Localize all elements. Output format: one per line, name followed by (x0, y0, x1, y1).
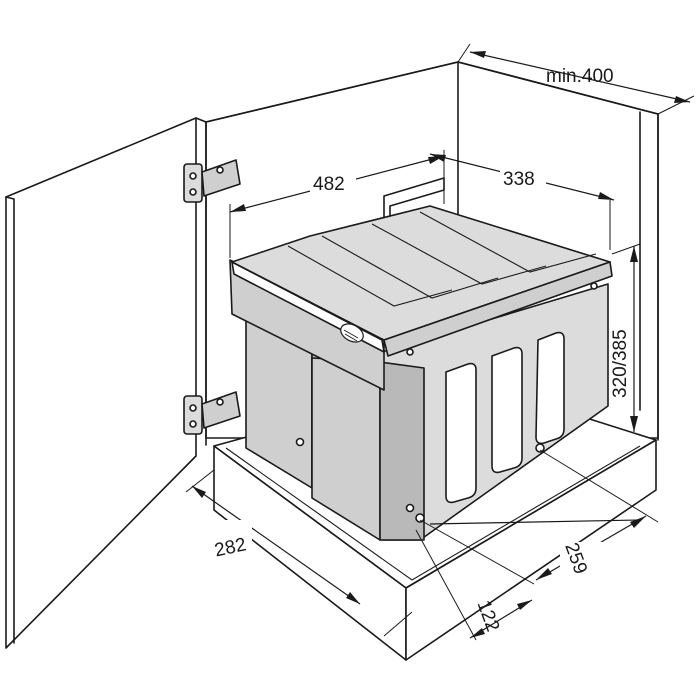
dim-front-width: 282 (185, 469, 413, 637)
dim-label-min400: min.400 (546, 66, 614, 87)
hinge-top-plate (183, 163, 203, 203)
lid-screw-2 (590, 282, 598, 290)
dim-height: 320/385 (610, 243, 641, 432)
bin-middle-side (379, 361, 425, 541)
hinge-top-screw-2 (189, 188, 197, 196)
door-hinge-edge-top (195, 117, 207, 123)
hinge-bottom-plate (183, 395, 203, 435)
side-slot-3 (535, 331, 565, 445)
hinge-top-screw-1 (189, 172, 197, 180)
side-slot-1 (445, 362, 477, 504)
lid-ridge-4 (419, 211, 597, 273)
lid-ridge-1 (287, 245, 453, 307)
hinge-bottom-screw-1 (189, 404, 197, 412)
cabinet-door (5, 117, 207, 649)
lid-screw-1 (406, 348, 414, 356)
base-right (405, 439, 657, 661)
waste-bin-unit (229, 177, 613, 541)
dim-label-482: 482 (313, 174, 345, 195)
hinge-bottom-arm (201, 391, 241, 429)
dim-cabinet-depth: min.400 (457, 43, 695, 115)
hinge-top-screw-3 (216, 166, 224, 174)
door-panel (5, 117, 197, 649)
side-slot-2 (491, 346, 523, 474)
dim-label-122: 122 (473, 598, 504, 635)
hinge-bottom-screw-2 (189, 420, 197, 428)
dim-bin-depth: 338 (429, 153, 615, 250)
bin-left-knob (295, 437, 305, 447)
dim-label-bg-259 (560, 542, 610, 572)
dim-inner-width: 482 (229, 150, 445, 258)
dim-offset: 122 (415, 519, 535, 641)
frame-rivet (535, 443, 545, 453)
lid-side-rim (383, 261, 613, 357)
dim-rear-width: 259 (429, 449, 659, 581)
dim-label-bg-338 (500, 164, 546, 188)
lid-top (231, 205, 611, 341)
door-edge (5, 196, 15, 644)
lid-ridge-3 (371, 223, 547, 285)
dim-label-338: 338 (503, 169, 535, 190)
dim-label-bg-282 (212, 520, 252, 548)
brand-badge-icon (340, 323, 364, 343)
hinge-bottom (183, 391, 241, 435)
dim-label-320-385: 320/385 (610, 329, 631, 398)
hinge-bottom-screw-3 (216, 398, 224, 406)
hinge-top-arm (201, 159, 241, 197)
base-inner-lip (225, 445, 641, 581)
hinge-top (183, 159, 241, 203)
lid-ridge-2 (321, 235, 499, 299)
dim-label-bg-482 (310, 170, 356, 194)
bin-middle-knob (405, 503, 415, 513)
bin-wheel (415, 513, 425, 523)
